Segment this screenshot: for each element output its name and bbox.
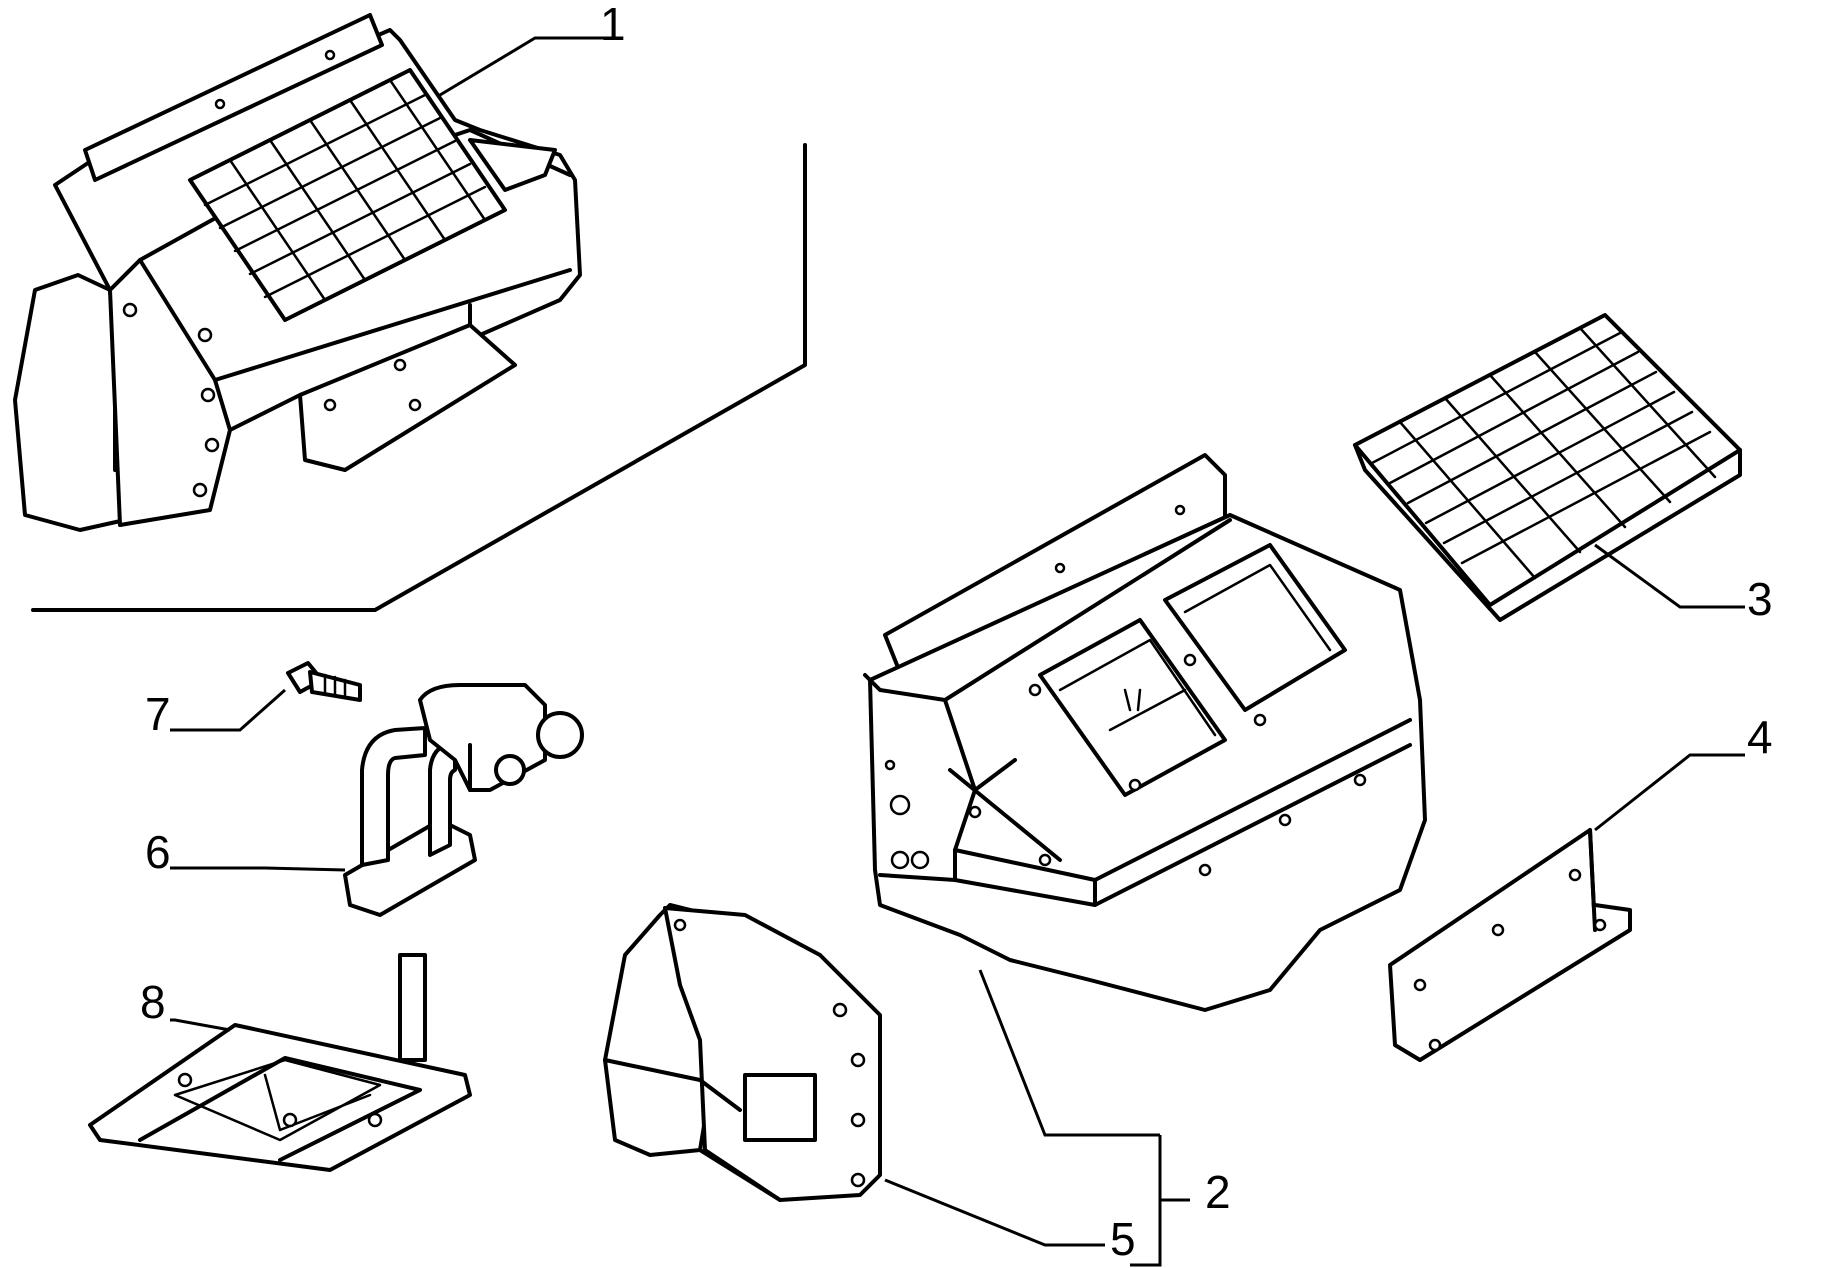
assembly-bracket-line: [31, 143, 807, 612]
callout-7: 7: [145, 688, 171, 740]
part-4-angle-bracket: [1388, 828, 1632, 1062]
callout-1: 1: [600, 0, 626, 50]
part-8-bottom-plate: [88, 1023, 472, 1172]
part-7-screw: [286, 661, 362, 702]
part-2-lower-housing: [863, 453, 1427, 1012]
part-6-valve-fitting: [343, 683, 584, 1062]
callout-labels: 1 2 3 4 5 6 7 8: [140, 0, 1773, 1265]
callout-5: 5: [1110, 1213, 1136, 1265]
part-3-grille: [1353, 313, 1742, 622]
callout-2: 2: [1205, 1166, 1231, 1218]
callout-4: 4: [1747, 711, 1773, 763]
callout-3: 3: [1747, 573, 1773, 625]
part-1-assembled-air-box: [13, 13, 582, 532]
leader-lines: [170, 36, 1745, 1267]
callout-8: 8: [140, 976, 166, 1028]
callout-6: 6: [145, 826, 171, 878]
part-5-end-cap: [603, 903, 882, 1202]
